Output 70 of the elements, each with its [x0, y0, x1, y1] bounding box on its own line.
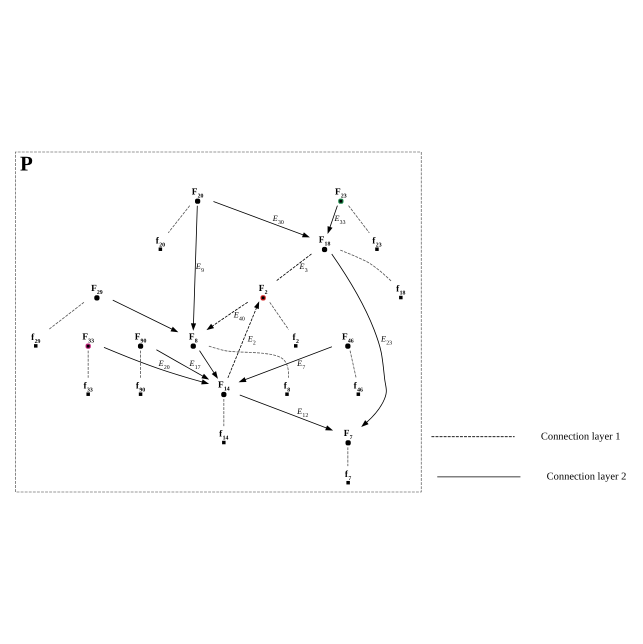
node-box — [399, 296, 403, 300]
arrow — [104, 346, 210, 384]
node-box — [356, 392, 360, 396]
node-label: f$_{18}$ — [396, 284, 406, 297]
node-label: f$_{20}$ — [156, 236, 166, 248]
node-box — [158, 247, 162, 251]
node-label: F$_{46}$ — [342, 332, 354, 344]
node-label: f$_{46}$ — [354, 381, 363, 394]
node-label: f$_{2}$ — [292, 332, 299, 345]
node-label: F$_{23}$ — [335, 187, 347, 200]
connector — [168, 205, 190, 234]
node-box — [34, 344, 38, 348]
node-box — [222, 440, 226, 444]
node-label: f$_{29}$ — [31, 332, 40, 345]
arrow — [112, 300, 178, 332]
node-label: F$_{7}$ — [344, 429, 352, 441]
connector — [350, 350, 357, 378]
arrow — [238, 346, 332, 382]
connector — [88, 350, 89, 378]
edge-label: E$_{2}$ — [248, 334, 256, 347]
node-label: F$_{14}$ — [218, 380, 230, 393]
legend-label: Connection layer 2 — [546, 471, 626, 482]
node-label: f$_{7}$ — [344, 470, 352, 482]
node-label: f$_{14}$ — [219, 430, 228, 442]
edge-label: E$_{40}$ — [234, 310, 245, 322]
node-label: F$_{2}$ — [258, 284, 268, 296]
node-box — [86, 392, 90, 396]
arrow — [239, 394, 334, 431]
node-box — [294, 344, 298, 348]
connector — [348, 205, 370, 234]
connector — [140, 350, 141, 378]
node-box — [138, 392, 142, 396]
arrow — [331, 254, 387, 427]
edge-label: E$_{17}$ — [189, 358, 201, 371]
connector — [208, 346, 289, 378]
connector — [276, 254, 312, 282]
edge-label: E$_{33}$ — [334, 214, 346, 226]
arrow — [156, 349, 210, 380]
edge-label: E$_{9}$ — [196, 262, 204, 274]
edge-label: E$_{20}$ — [158, 358, 170, 371]
arrow — [190, 205, 198, 331]
connector — [48, 302, 84, 330]
connector — [269, 302, 289, 330]
node-label: F$_{90}$ — [134, 332, 146, 344]
edge-label: E$_{12}$ — [297, 407, 308, 420]
node-label: F$_{18}$ — [318, 236, 330, 248]
node-label: F$_{29}$ — [91, 284, 103, 296]
arrow — [328, 205, 338, 234]
node-label: f$_{23}$ — [372, 236, 382, 248]
node-label: f$_{90}$ — [136, 381, 146, 394]
connector — [223, 398, 224, 427]
node-label: F$_{33}$ — [82, 332, 94, 344]
connector — [347, 446, 348, 467]
edge-label: E$_{30}$ — [272, 214, 284, 226]
arrow — [206, 302, 248, 330]
node-box — [285, 392, 289, 396]
node-label: f$_{8}$ — [284, 381, 290, 394]
arrow — [227, 301, 260, 378]
node-box — [346, 480, 350, 484]
legend-label: Connection layer 1 — [540, 431, 621, 442]
node-label: F$_{20}$ — [192, 187, 204, 200]
arrow — [199, 350, 218, 379]
node-box — [375, 247, 379, 251]
node-label: F$_{8}$ — [188, 332, 198, 344]
node-label: f$_{33}$ — [84, 381, 93, 394]
edge-label: E$_{3}$ — [300, 262, 308, 274]
connector — [340, 250, 392, 282]
edge-label: E$_{7}$ — [297, 358, 306, 371]
arrow — [213, 201, 310, 238]
edge-label: E$_{23}$ — [381, 334, 392, 347]
